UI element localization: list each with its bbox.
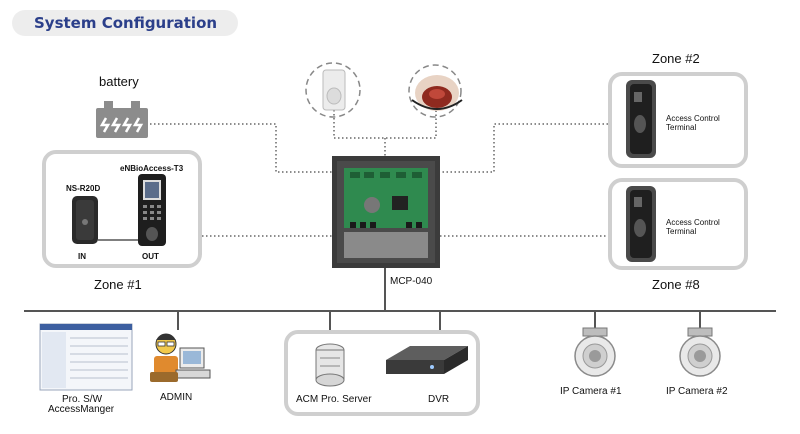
zone2-terminal-icon [626, 80, 656, 158]
software-screenshot-icon [39, 323, 133, 391]
dotted-connectors [150, 110, 608, 237]
dvr-label: DVR [428, 394, 450, 405]
admin-label: ADMIN [160, 392, 193, 403]
zone8-terminal-icon [626, 186, 656, 262]
ip-camera-2-label: IP Camera #2 [666, 386, 728, 397]
pro-sw-label: Pro. S/W [62, 394, 103, 405]
title-banner [12, 10, 238, 36]
out-label: OUT [142, 252, 159, 261]
ns-r20d-label: NS-R20D [66, 184, 101, 193]
zone2-label: Zone #2 [652, 51, 700, 66]
admin-person-icon [150, 333, 211, 382]
page-title: System Configuration [34, 14, 218, 32]
zone1-label: Zone #1 [94, 277, 142, 292]
mcp-040-controller-icon [332, 156, 440, 268]
zone8-terminal-label: Access Control Terminal [666, 218, 720, 236]
battery-icon [96, 101, 148, 138]
ns-r20d-reader-icon [72, 196, 98, 244]
ip-camera-1-icon [574, 327, 616, 377]
ip-camera-1-label: IP Camera #1 [560, 386, 622, 397]
motion-sensor-icon [305, 62, 361, 118]
dvr-icon [386, 346, 468, 374]
network-bus [24, 268, 776, 330]
mcp-040-label: MCP-040 [390, 276, 433, 287]
in-label: IN [78, 252, 86, 261]
zone8-label: Zone #8 [652, 277, 700, 292]
acm-server-label: ACM Pro. Server [296, 394, 372, 405]
enbioaccess-label: eNBioAccess-T3 [120, 164, 184, 173]
enbioaccess-t3-terminal-icon [138, 174, 166, 246]
alarm-dome-icon [408, 64, 463, 118]
zone2-terminal-label: Access Control Terminal [666, 114, 720, 132]
acm-server-icon [315, 343, 345, 387]
battery-label: battery [99, 74, 139, 89]
zone1-box [42, 150, 202, 268]
access-manger-label: AccessManger [48, 404, 115, 415]
ip-camera-2-icon [679, 327, 721, 377]
